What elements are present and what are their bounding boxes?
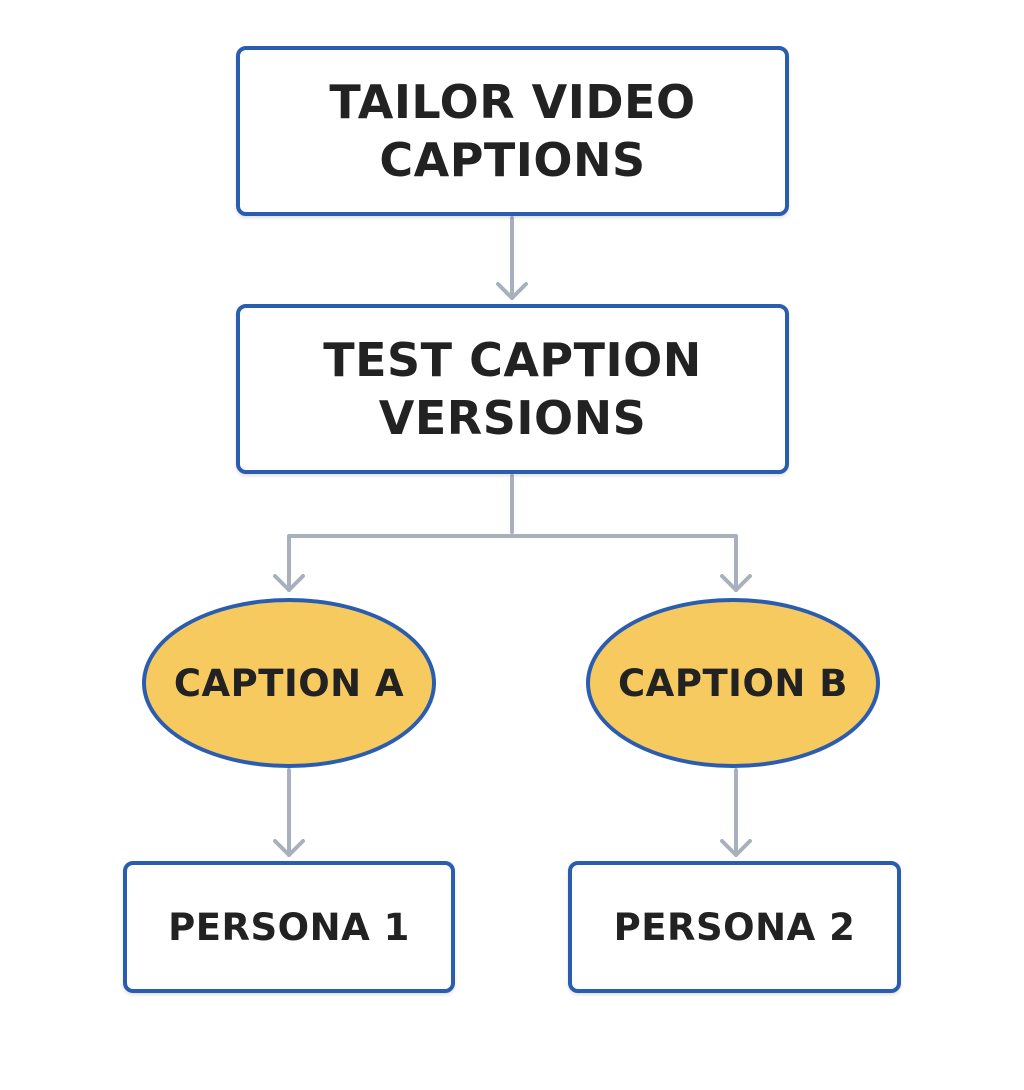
caption-b-node: CAPTION B	[586, 598, 880, 768]
tailor-video-captions-node: TAILOR VIDEO CAPTIONS	[236, 46, 789, 216]
arrowhead-persona-2-icon	[720, 839, 752, 857]
tailor-node-line-2: CAPTIONS	[379, 133, 646, 187]
persona-2-label: PERSONA 2	[613, 905, 856, 949]
persona-1-node: PERSONA 1	[123, 861, 455, 993]
arrowhead-caption-b-icon	[720, 574, 752, 592]
connector-split-bar	[287, 534, 738, 592]
caption-b-label: CAPTION B	[618, 661, 848, 705]
test-node-line-2: VERSIONS	[378, 391, 647, 445]
test-caption-versions-node: TEST CAPTION VERSIONS	[236, 304, 789, 474]
test-node-line-1: TEST CAPTION	[323, 333, 702, 387]
arrowhead-caption-a-icon	[273, 574, 305, 592]
persona-1-label: PERSONA 1	[168, 905, 410, 949]
caption-a-node: CAPTION A	[142, 598, 436, 768]
persona-2-node: PERSONA 2	[568, 861, 901, 993]
arrowhead-test-icon	[496, 282, 528, 300]
arrowhead-persona-1-icon	[273, 839, 305, 857]
caption-a-label: CAPTION A	[173, 661, 405, 705]
tailor-node-line-1: TAILOR VIDEO	[329, 75, 696, 129]
